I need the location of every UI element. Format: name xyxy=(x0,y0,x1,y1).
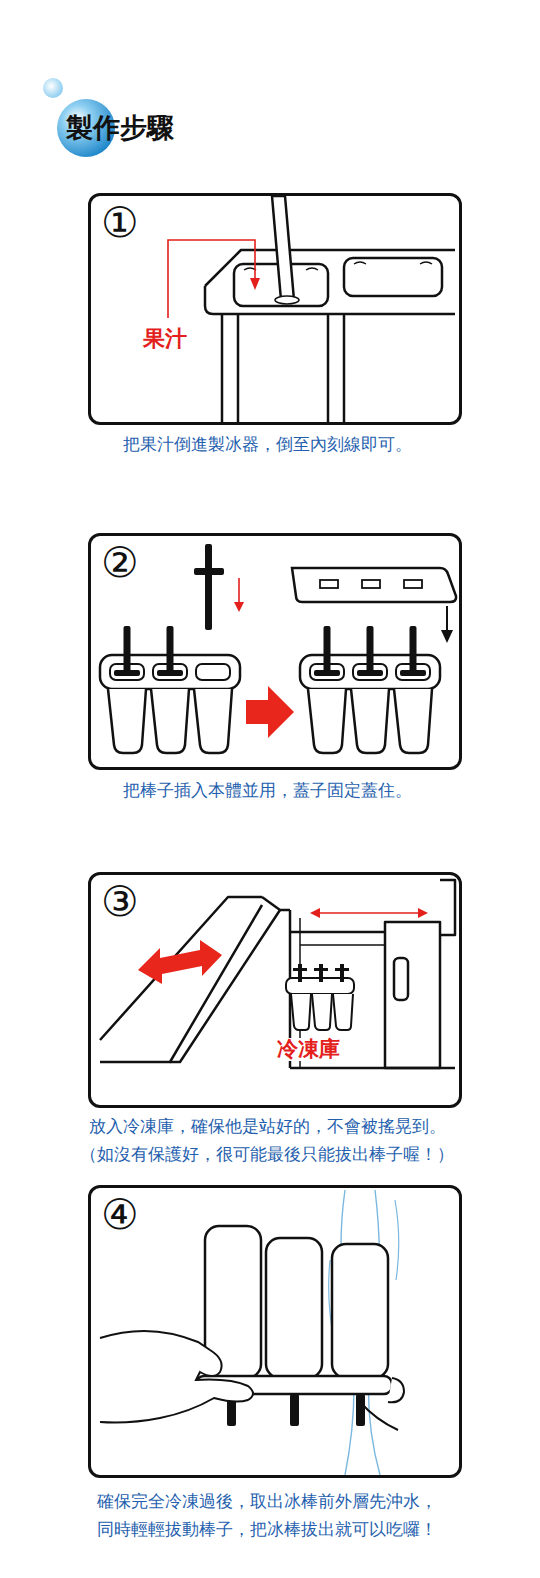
juice-leader xyxy=(168,240,260,318)
caption: 把果汁倒進製冰器，倒至內刻線即可。 xyxy=(123,435,412,454)
freezer-mold xyxy=(286,964,354,1030)
popsicle-drawing xyxy=(100,1190,404,1475)
step-panel: ② xyxy=(88,533,462,770)
step-number: ① xyxy=(101,202,139,244)
step-panel: ④ xyxy=(88,1185,462,1478)
step-number: ④ xyxy=(101,1194,139,1236)
part-label: 果汁 xyxy=(141,327,189,351)
bubble xyxy=(43,78,63,98)
title: 製作步驟 xyxy=(66,113,174,143)
step-panel: ① 果汁 xyxy=(88,193,462,425)
mold-stick-drawing xyxy=(100,544,456,753)
freezer-drawing xyxy=(100,880,455,1068)
step-number: ② xyxy=(101,542,139,584)
caption: 同時輕輕拔動棒子，把冰棒拔出就可以吃囉！ xyxy=(97,1520,437,1539)
step-number: ③ xyxy=(101,881,139,923)
caption: 確保完全冷凍過後，取出冰棒前外層先沖水， xyxy=(97,1492,437,1511)
part-label: 冷凍庫 xyxy=(275,1038,342,1061)
motion-arrows xyxy=(138,908,428,984)
step-panel: ③ 冷凍庫 xyxy=(88,872,462,1108)
caption: 把棒子插入本體並用，蓋子固定蓋住。 xyxy=(123,781,412,800)
caption: （如沒有保護好，很可能最後只能拔出棒子喔！） xyxy=(80,1145,454,1164)
caption: 放入冷凍庫，確保他是站好的，不會被搖晃到。 xyxy=(89,1117,446,1136)
mold-pour-drawing xyxy=(205,196,455,424)
